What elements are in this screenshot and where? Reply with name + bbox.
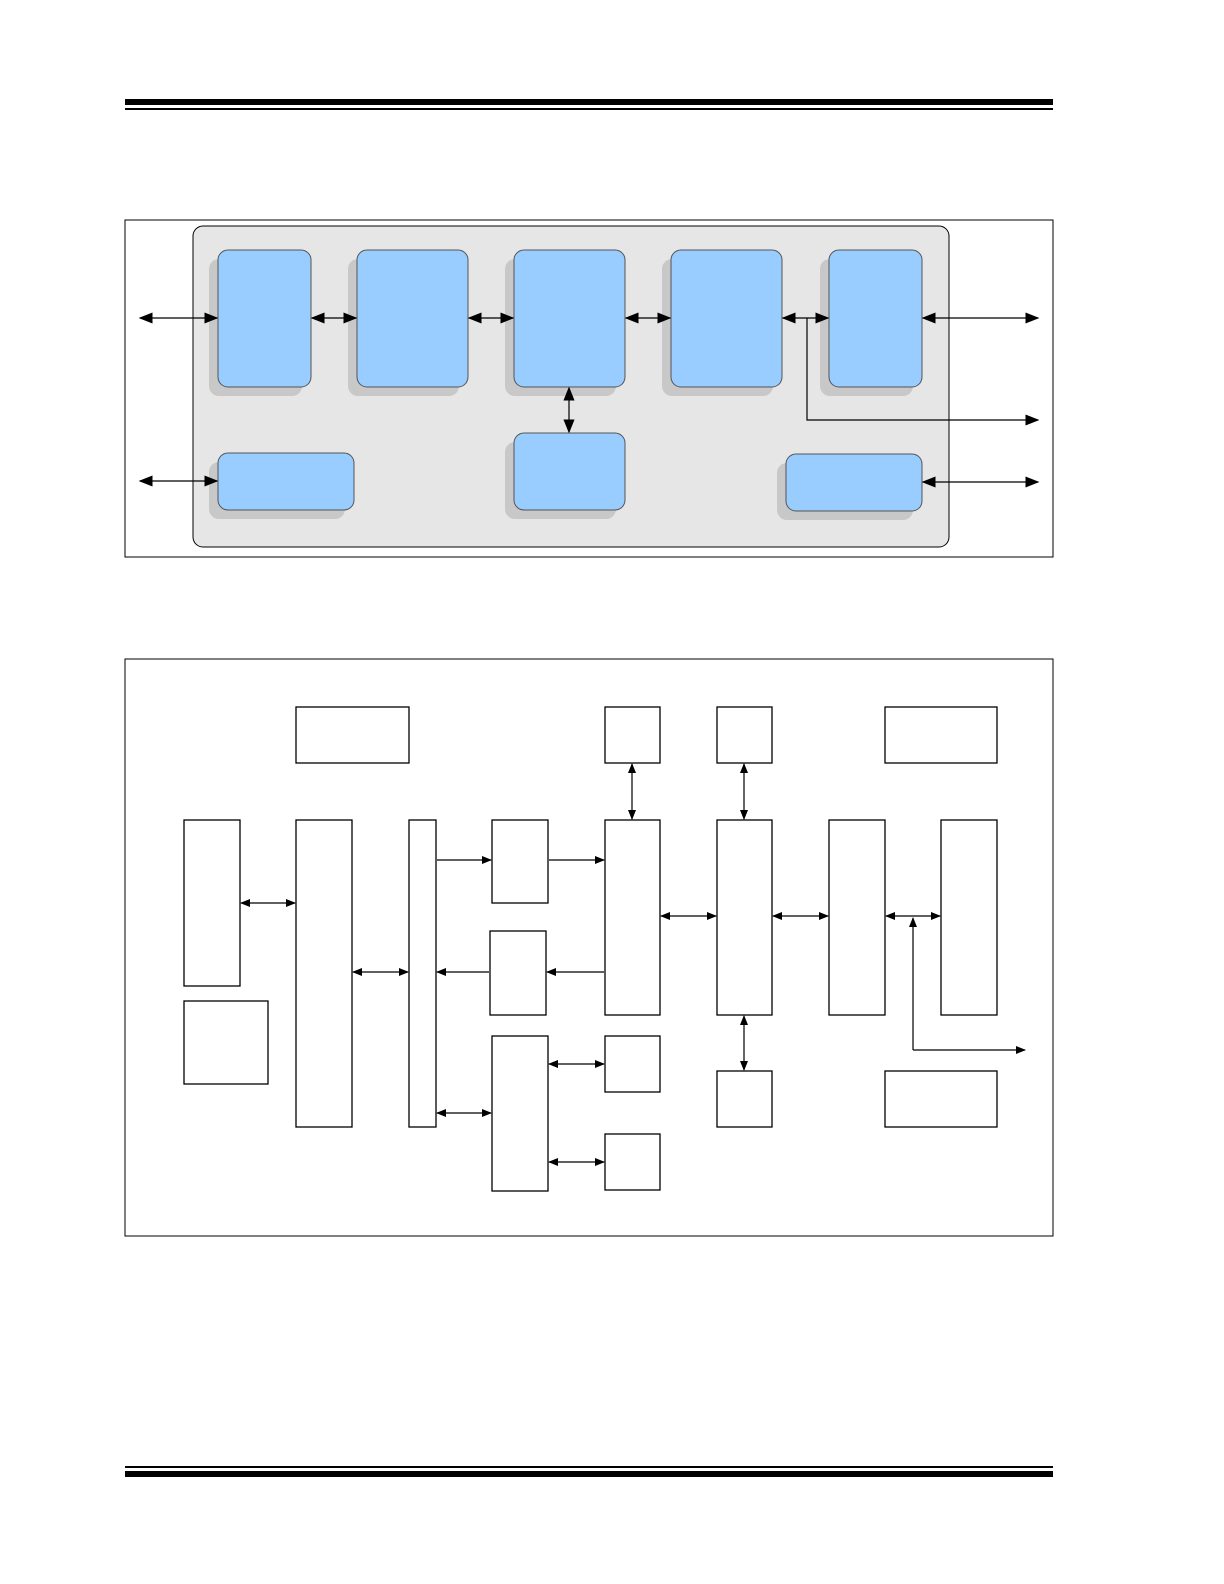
box-top-a	[295, 706, 410, 764]
box-col-8	[940, 819, 998, 1016]
block-2	[356, 249, 469, 388]
header-rule-thick	[125, 99, 1053, 105]
header-rule-thin	[125, 108, 1053, 110]
box-top-d	[884, 706, 998, 764]
block-5	[828, 249, 923, 388]
box-col-2	[295, 819, 353, 1128]
box-bottom-right	[884, 1070, 998, 1128]
block-1	[217, 249, 312, 388]
box-left-square	[183, 1000, 269, 1085]
block-bottom-left	[217, 452, 355, 511]
box-bus	[408, 819, 437, 1128]
figure-1	[124, 219, 1054, 558]
box-top-c	[716, 706, 773, 764]
block-3	[513, 249, 626, 388]
box-col-6-bottom	[716, 1070, 773, 1128]
box-col-5	[604, 819, 661, 1016]
box-mid-bottom	[491, 1035, 549, 1192]
box-col-7	[828, 819, 886, 1016]
box-left-tall	[183, 819, 241, 987]
footer-rule-thin	[125, 1466, 1053, 1468]
footer-rule-thick	[125, 1471, 1053, 1477]
box-mid-upper	[491, 819, 549, 904]
box-small-1	[604, 1035, 661, 1093]
box-small-2	[604, 1133, 661, 1191]
figure-2	[124, 658, 1054, 1237]
block-bottom-center	[513, 432, 626, 511]
box-top-b	[604, 706, 661, 764]
box-mid-lower	[489, 930, 547, 1016]
block-bottom-right	[785, 453, 923, 512]
box-col-6	[716, 819, 773, 1016]
arrow-tap-out	[806, 318, 1040, 426]
block-4	[670, 249, 783, 388]
